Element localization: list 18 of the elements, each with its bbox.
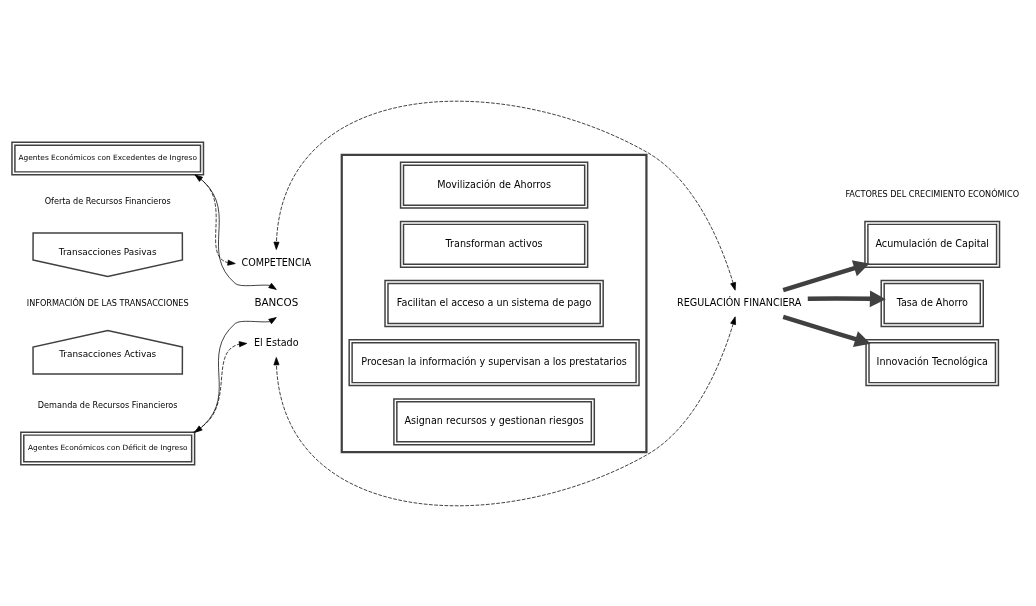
arrow [193, 316, 277, 433]
arrow [807, 289, 886, 307]
arrow [192, 340, 247, 432]
node-text: COMPETENCIA [240, 256, 311, 268]
cluster [340, 153, 648, 453]
arrow [782, 314, 871, 347]
arrow [782, 259, 869, 292]
label: FACTORES DEL CRECIMIENTO ECONÓMICO [844, 188, 1019, 199]
arrow [273, 315, 736, 506]
label: Demanda de Recursos Financieros [37, 399, 178, 410]
label: Oferta de Recursos Financieros [44, 195, 171, 206]
arrow [273, 100, 736, 291]
arrow [194, 174, 277, 290]
label: INFORMACIÓN DE LAS TRANSACCIONES [26, 297, 189, 308]
node-text: BANCOS [253, 295, 298, 308]
arrow [193, 173, 236, 266]
node-text: REGULACIÓN FINANCIERA [676, 296, 801, 308]
node-text: El Estado [253, 336, 299, 348]
